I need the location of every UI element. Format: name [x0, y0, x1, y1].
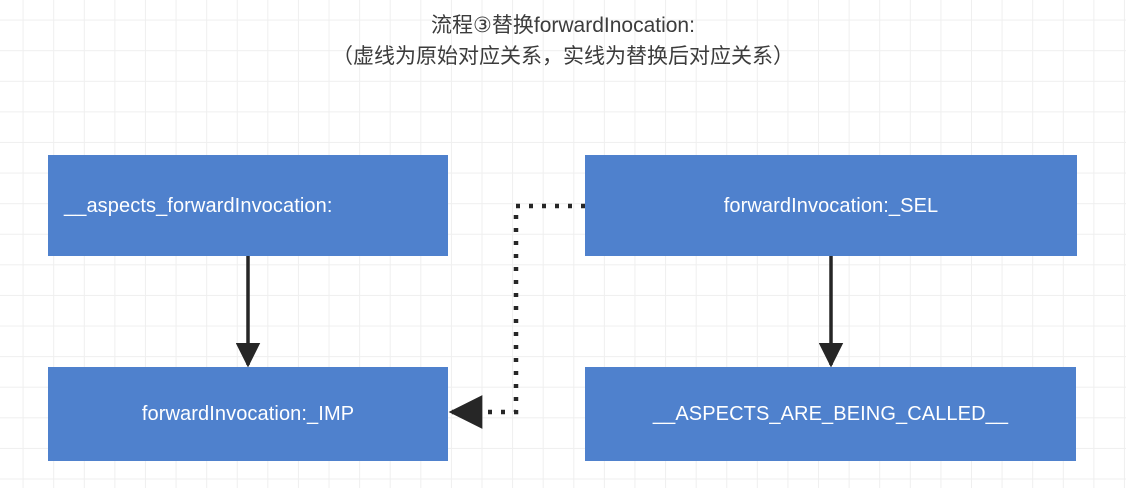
- node-aspects-forward-invocation[interactable]: __aspects_forwardInvocation:: [48, 155, 448, 256]
- diagram-title: 流程③替换forwardInocation: （虚线为原始对应关系，实线为替换后…: [0, 10, 1126, 72]
- node-label: __ASPECTS_ARE_BEING_CALLED__: [652, 403, 1009, 425]
- node-forward-invocation-imp[interactable]: forwardInvocation:_IMP: [48, 367, 448, 461]
- node-label: __aspects_forwardInvocation:: [64, 194, 333, 217]
- diagram-title-line-1: 流程③替换forwardInocation:: [431, 14, 695, 37]
- diagram-title-line-2: （虚线为原始对应关系，实线为替换后对应关系）: [332, 45, 794, 68]
- node-label: forwardInvocation:_IMP: [141, 403, 355, 425]
- node-forward-invocation-sel[interactable]: forwardInvocation:_SEL: [585, 155, 1077, 256]
- edge-sel-to-imp: [448, 203, 585, 429]
- node-label: forwardInvocation:_SEL: [723, 194, 939, 217]
- node-aspects-are-being-called[interactable]: __ASPECTS_ARE_BEING_CALLED__: [585, 367, 1076, 461]
